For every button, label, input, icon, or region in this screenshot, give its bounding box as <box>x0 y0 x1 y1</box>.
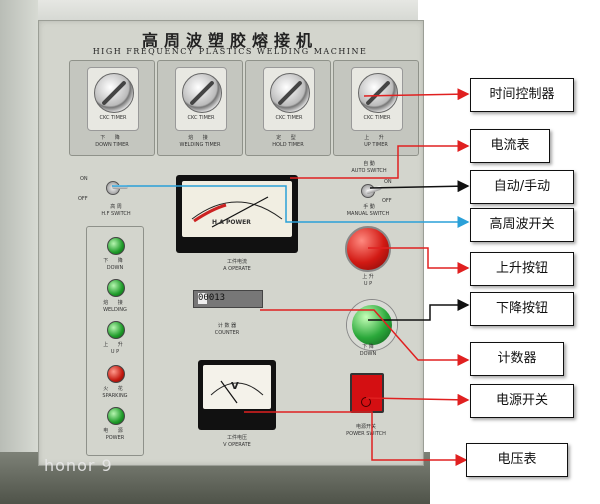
auto-switch-on-label: ON <box>384 179 392 185</box>
hf-switch-label-en: H.F SWITCH <box>101 211 131 217</box>
timer-label-zh: 熔 接 <box>188 135 212 141</box>
ammeter-label-zh: 工件电流 <box>226 259 247 265</box>
callout-down-button: 下降按钮 <box>470 292 574 326</box>
indicator-label-zh: 火 花 <box>103 386 127 392</box>
timer-label-en: UP TIMER <box>364 142 388 148</box>
voltmeter-scale-icon <box>210 380 264 404</box>
hf-switch-off-label: OFF <box>78 196 88 202</box>
camera-watermark: honor 9 <box>44 456 113 475</box>
timer-down: CKC TIMER 下 降 DOWN TIMER <box>69 60 155 156</box>
timer-label-en: HOLD TIMER <box>272 142 304 148</box>
voltmeter: V <box>198 360 276 430</box>
red-lamp-icon <box>107 365 125 383</box>
callout-voltmeter: 电压表 <box>466 443 568 477</box>
indicator-label-zh: 上 升 <box>103 342 127 348</box>
indicator-label-en: SPARKING <box>102 393 128 399</box>
timer-brand: CKC TIMER <box>363 115 391 121</box>
ammeter-label-en: A OPERATE <box>223 266 251 272</box>
power-switch-label-zh: 电源开关 <box>355 424 376 430</box>
machine-title-chinese: 高周波塑胶熔接机 <box>141 31 318 50</box>
timer-dial-icon[interactable] <box>182 73 222 113</box>
timer-welding: CKC TIMER 熔 接 WELDING TIMER <box>157 60 243 156</box>
timer-dial-icon[interactable] <box>270 73 310 113</box>
timer-label-zh: 定 型 <box>276 135 300 141</box>
timer-unit[interactable]: CKC TIMER <box>351 67 403 131</box>
ammeter-scale-icon <box>191 196 283 228</box>
callout-timer-controller: 时间控制器 <box>470 78 574 112</box>
leader-ammeter <box>290 140 470 179</box>
down-button[interactable] <box>347 300 397 350</box>
manual-switch-label-zh: 手 動 <box>363 204 375 210</box>
timer-brand: CKC TIMER <box>187 115 215 121</box>
timer-label-en: DOWN TIMER <box>95 142 129 148</box>
indicator-label-zh: 电 源 <box>103 428 127 434</box>
indicator-label-en: DOWN <box>106 265 124 271</box>
up-button-label-zh: 上 升 <box>362 274 374 280</box>
timer-label-en: WELDING TIMER <box>179 142 221 148</box>
green-lamp-icon <box>107 321 125 339</box>
background-frame-left <box>0 0 38 504</box>
down-button-label-zh: 下 降 <box>362 344 374 350</box>
timer-up: CKC TIMER 上 升 UP TIMER <box>333 60 419 156</box>
indicator-label-en: U P <box>110 349 120 355</box>
indicator-label-zh: 熔 接 <box>103 300 127 306</box>
callout-auto-manual: 自动/手动 <box>470 170 574 204</box>
timer-unit[interactable]: CKC TIMER <box>263 67 315 131</box>
green-lamp-icon <box>107 279 125 297</box>
timer-hold: CKC TIMER 定 型 HOLD TIMER <box>245 60 331 156</box>
indicator-label-zh: 下 降 <box>103 258 127 264</box>
callout-up-button: 上升按钮 <box>470 252 574 286</box>
ammeter-face: H.A POWER <box>182 181 292 237</box>
auto-switch-label-zh: 自 動 <box>363 161 375 167</box>
hf-switch-label-zh: 高 周 <box>110 204 122 210</box>
callout-hf-switch: 高周波开关 <box>470 208 574 242</box>
up-button[interactable] <box>345 226 391 272</box>
timer-unit[interactable]: CKC TIMER <box>175 67 227 131</box>
timer-label-zh: 上 升 <box>364 135 388 141</box>
voltmeter-label-zh: 工件电压 <box>226 435 247 441</box>
auto-switch-off-label: OFF <box>382 198 392 204</box>
indicator-lamp-column: 下 降 DOWN 熔 接 WELDING 上 升 U P 火 花 SPARKIN… <box>86 226 144 456</box>
hf-switch-on-label: ON <box>80 176 88 182</box>
leader-power-switch <box>365 393 470 406</box>
leader-auto-manual <box>369 180 470 193</box>
leader-up-button <box>368 247 470 274</box>
timer-brand: CKC TIMER <box>275 115 303 121</box>
indicator-label-en: POWER <box>105 435 125 441</box>
leader-timer-controller <box>363 88 470 101</box>
green-lamp-icon <box>107 237 125 255</box>
timer-dial-icon[interactable] <box>358 73 398 113</box>
up-button-label-en: U P <box>363 281 373 287</box>
indicator-label-en: WELDING <box>103 307 127 313</box>
callout-power-switch: 电源开关 <box>470 384 574 418</box>
voltmeter-unit: V <box>231 381 239 392</box>
leader-counter <box>260 309 470 366</box>
counter: 00013 <box>193 290 263 308</box>
down-button-label-en: DOWN <box>359 351 377 357</box>
leader-down-button <box>368 299 470 321</box>
ammeter-label: H.A POWER <box>212 219 251 226</box>
timer-brand: CKC TIMER <box>99 115 127 121</box>
ammeter: H.A POWER <box>176 175 298 253</box>
counter-label-zh: 计 数 器 <box>217 323 237 329</box>
green-lamp-icon <box>107 407 125 425</box>
leader-hf-switch <box>112 185 470 228</box>
hf-switch-lever[interactable] <box>112 185 128 189</box>
counter-label-en: COUNTER <box>214 330 240 336</box>
callout-counter: 计数器 <box>470 342 564 376</box>
leader-voltmeter <box>244 411 468 466</box>
auto-switch-label-en: AUTO SWITCH <box>351 168 387 174</box>
timer-unit[interactable]: CKC TIMER <box>87 67 139 131</box>
power-switch-label-en: POWER SWITCH <box>346 431 386 437</box>
timer-dial-icon[interactable] <box>94 73 134 113</box>
callout-ammeter: 电流表 <box>470 129 550 163</box>
timer-label-zh: 下 降 <box>100 135 124 141</box>
voltmeter-label-en: V OPERATE <box>223 442 251 448</box>
machine-title-english: HIGH FREQUENCY PLASTICS WELDING MACHINE <box>92 47 368 56</box>
manual-switch-label-en: MANUAL SWITCH <box>346 211 390 217</box>
voltmeter-face: V <box>203 365 271 409</box>
